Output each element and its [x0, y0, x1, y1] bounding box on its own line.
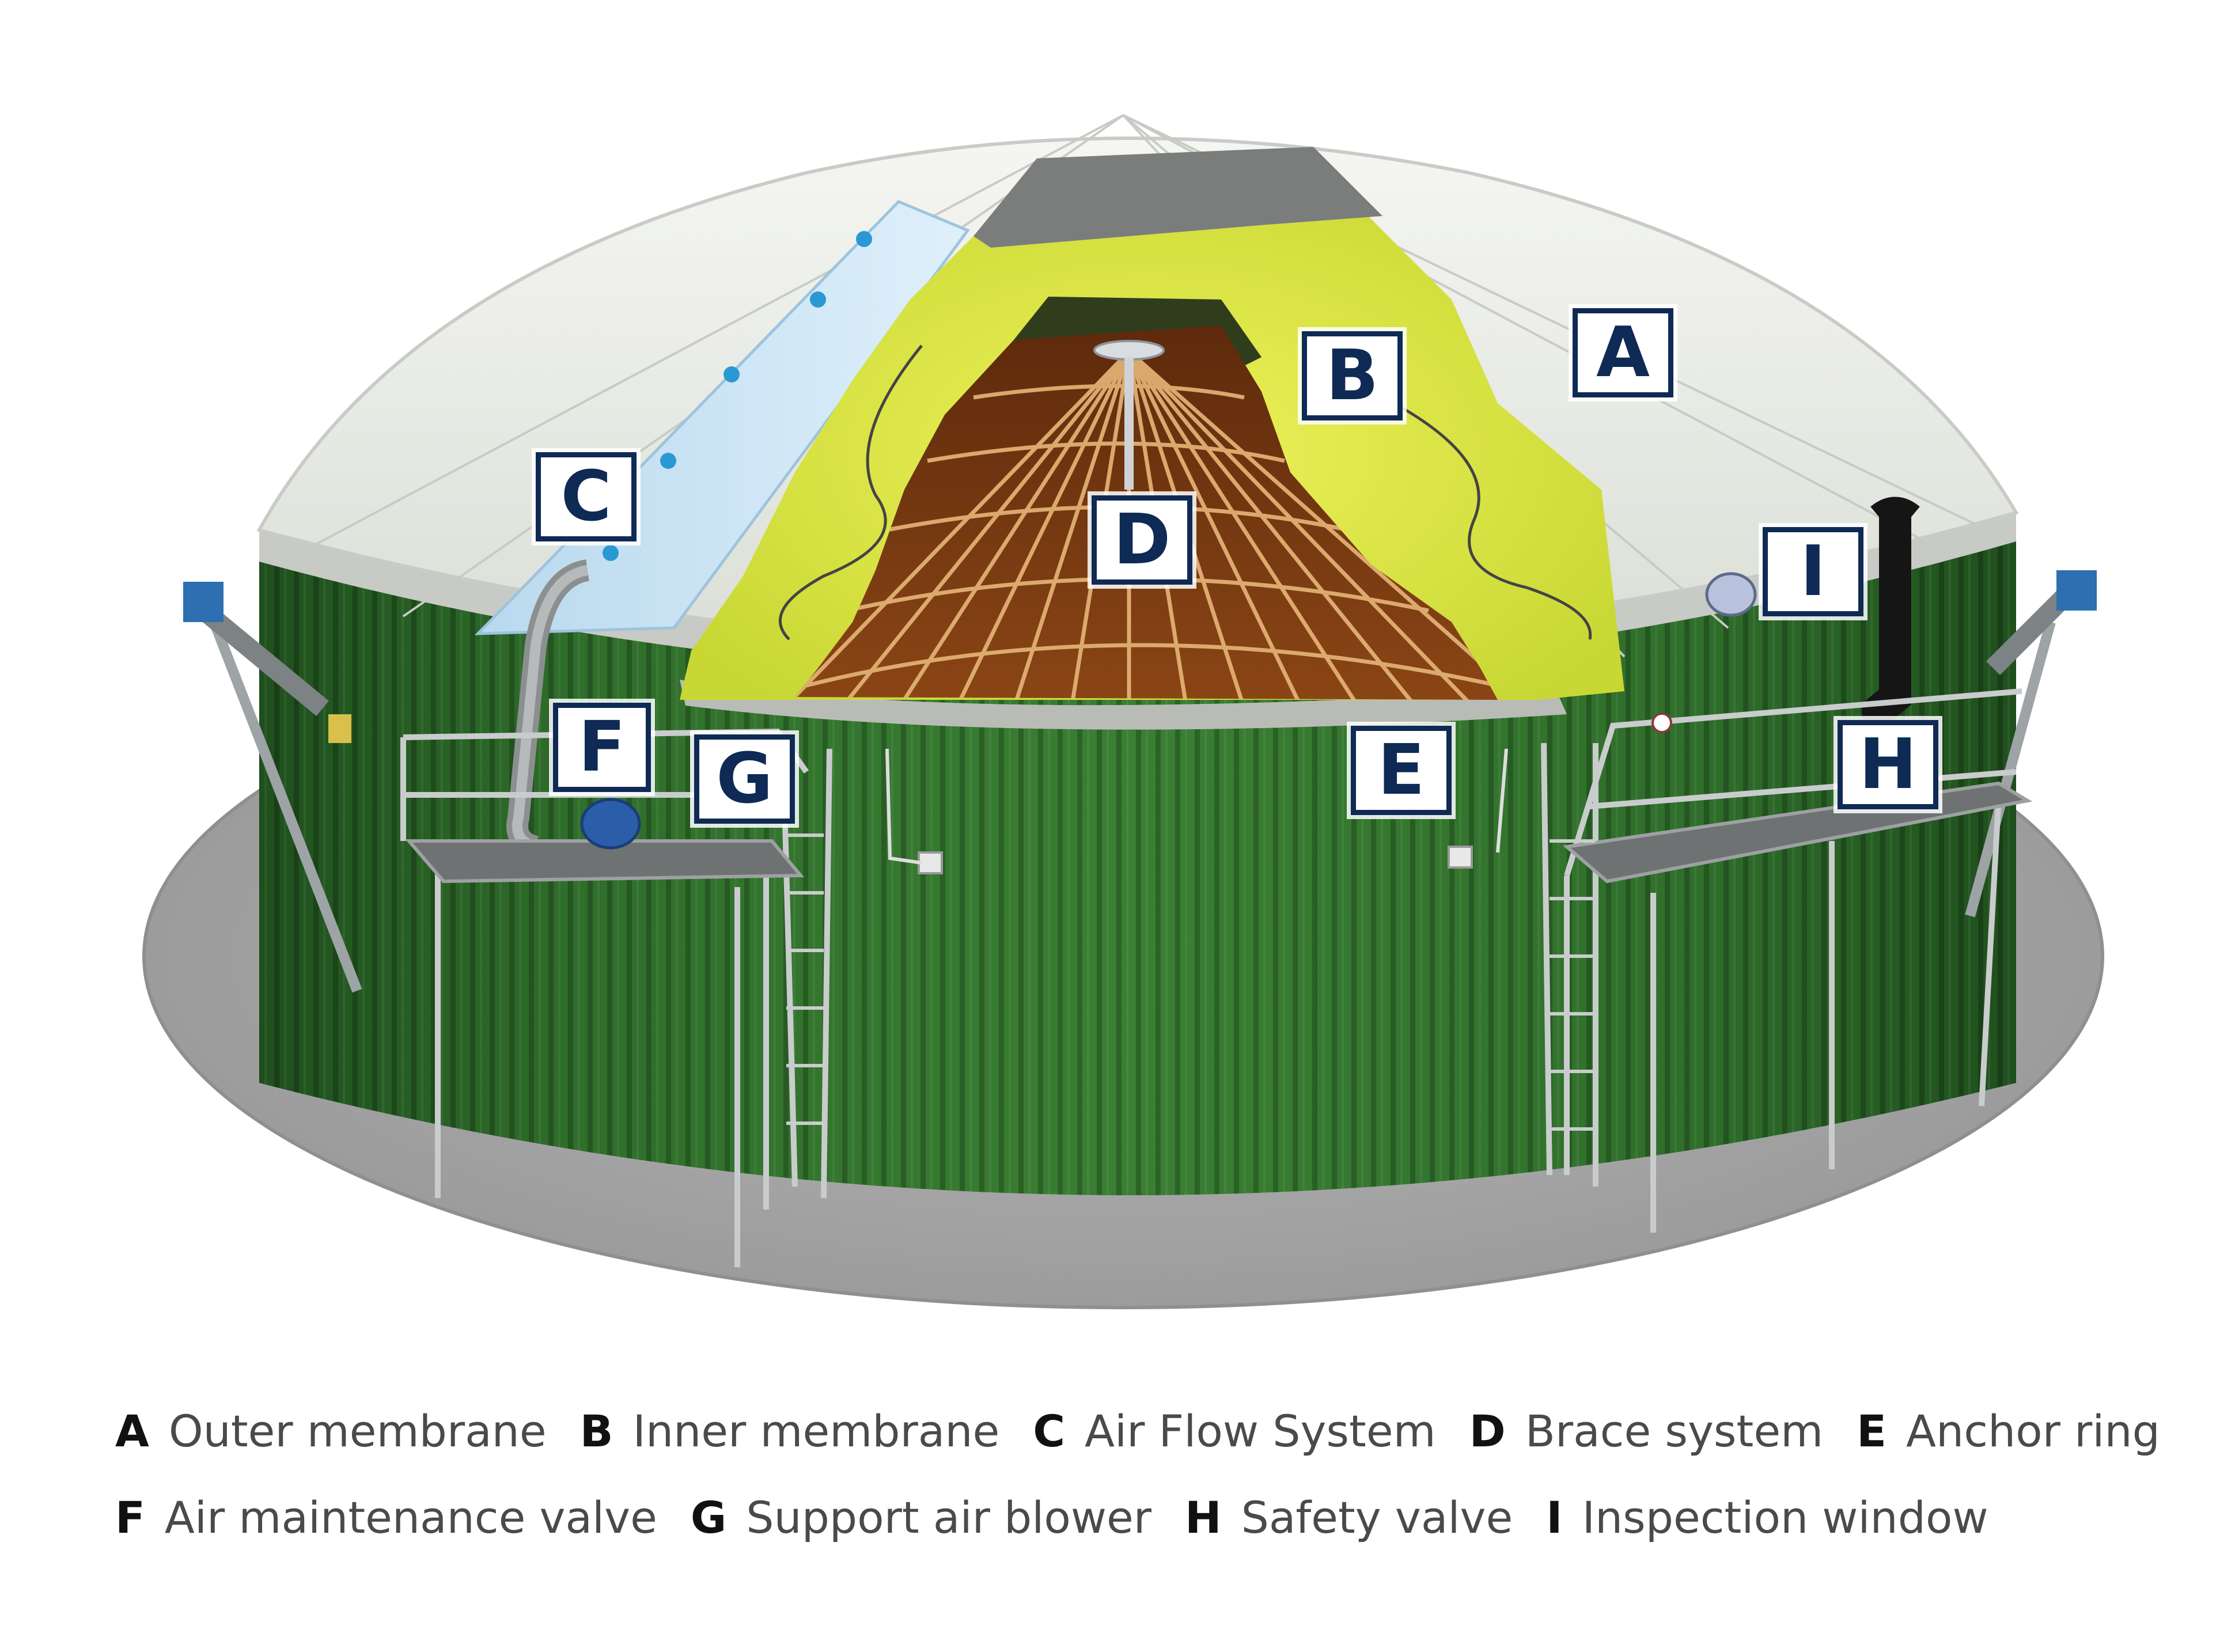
- legend-row-1: A Outer membrane B Inner membrane C Air Flo…: [115, 1405, 2166, 1492]
- callout-d: D: [1092, 495, 1192, 585]
- callout-h: H: [1838, 720, 1938, 809]
- legend-item-i: I Inspection window: [1546, 1492, 1988, 1543]
- callout-a: A: [1573, 308, 1673, 397]
- right-agitator: [1965, 570, 2097, 918]
- callout-b: B: [1302, 331, 1403, 420]
- legend-item-f: F Air maintenance valve: [115, 1492, 657, 1543]
- left-agitator: [183, 582, 362, 993]
- left-platform: [400, 728, 832, 1267]
- legend: A Outer membrane B Inner membrane C Air Flo…: [115, 1405, 2166, 1578]
- support-air-blower: [580, 798, 641, 850]
- legend-letter: F: [115, 1492, 145, 1543]
- legend-letter: H: [1185, 1492, 1222, 1543]
- inspection-window: [1705, 572, 1757, 617]
- legend-row-2: F Air maintenance valve G Support air blow…: [115, 1492, 2166, 1578]
- legend-item-a: A Outer membrane: [115, 1405, 547, 1457]
- legend-text: Support air blower: [746, 1492, 1151, 1543]
- callout-e: E: [1351, 726, 1452, 815]
- callout-g: G: [694, 734, 795, 824]
- legend-item-h: H Safety valve: [1185, 1492, 1513, 1543]
- legend-item-g: G Support air blower: [691, 1492, 1151, 1543]
- legend-item-b: B Inner membrane: [580, 1405, 1000, 1457]
- callout-i: I: [1763, 527, 1863, 616]
- legend-text: Safety valve: [1241, 1492, 1513, 1543]
- legend-letter: B: [579, 1405, 613, 1457]
- legend-letter: C: [1033, 1405, 1066, 1457]
- legend-text: Inspection window: [1582, 1492, 1988, 1543]
- legend-letter: E: [1857, 1405, 1887, 1457]
- legend-text: Brace system: [1525, 1405, 1824, 1457]
- legend-text: Outer membrane: [168, 1405, 547, 1457]
- legend-letter: D: [1469, 1405, 1506, 1457]
- legend-text: Air Flow System: [1085, 1405, 1436, 1457]
- callout-c: C: [536, 452, 637, 541]
- legend-text: Air maintenance valve: [164, 1492, 657, 1543]
- legend-item-e: E Anchor ring: [1857, 1405, 2160, 1457]
- right-platform: [1541, 688, 2022, 1233]
- legend-letter: G: [690, 1492, 727, 1543]
- legend-letter: A: [115, 1405, 149, 1457]
- legend-text: Inner membrane: [632, 1405, 1000, 1457]
- callout-f: F: [553, 703, 651, 792]
- legend-item-c: C Air Flow System: [1033, 1405, 1435, 1457]
- legend-letter: I: [1546, 1492, 1563, 1543]
- biogas-storage-illustration: [142, 114, 2104, 1309]
- legend-item-d: D Brace system: [1469, 1405, 1824, 1457]
- legend-text: Anchor ring: [1906, 1405, 2160, 1457]
